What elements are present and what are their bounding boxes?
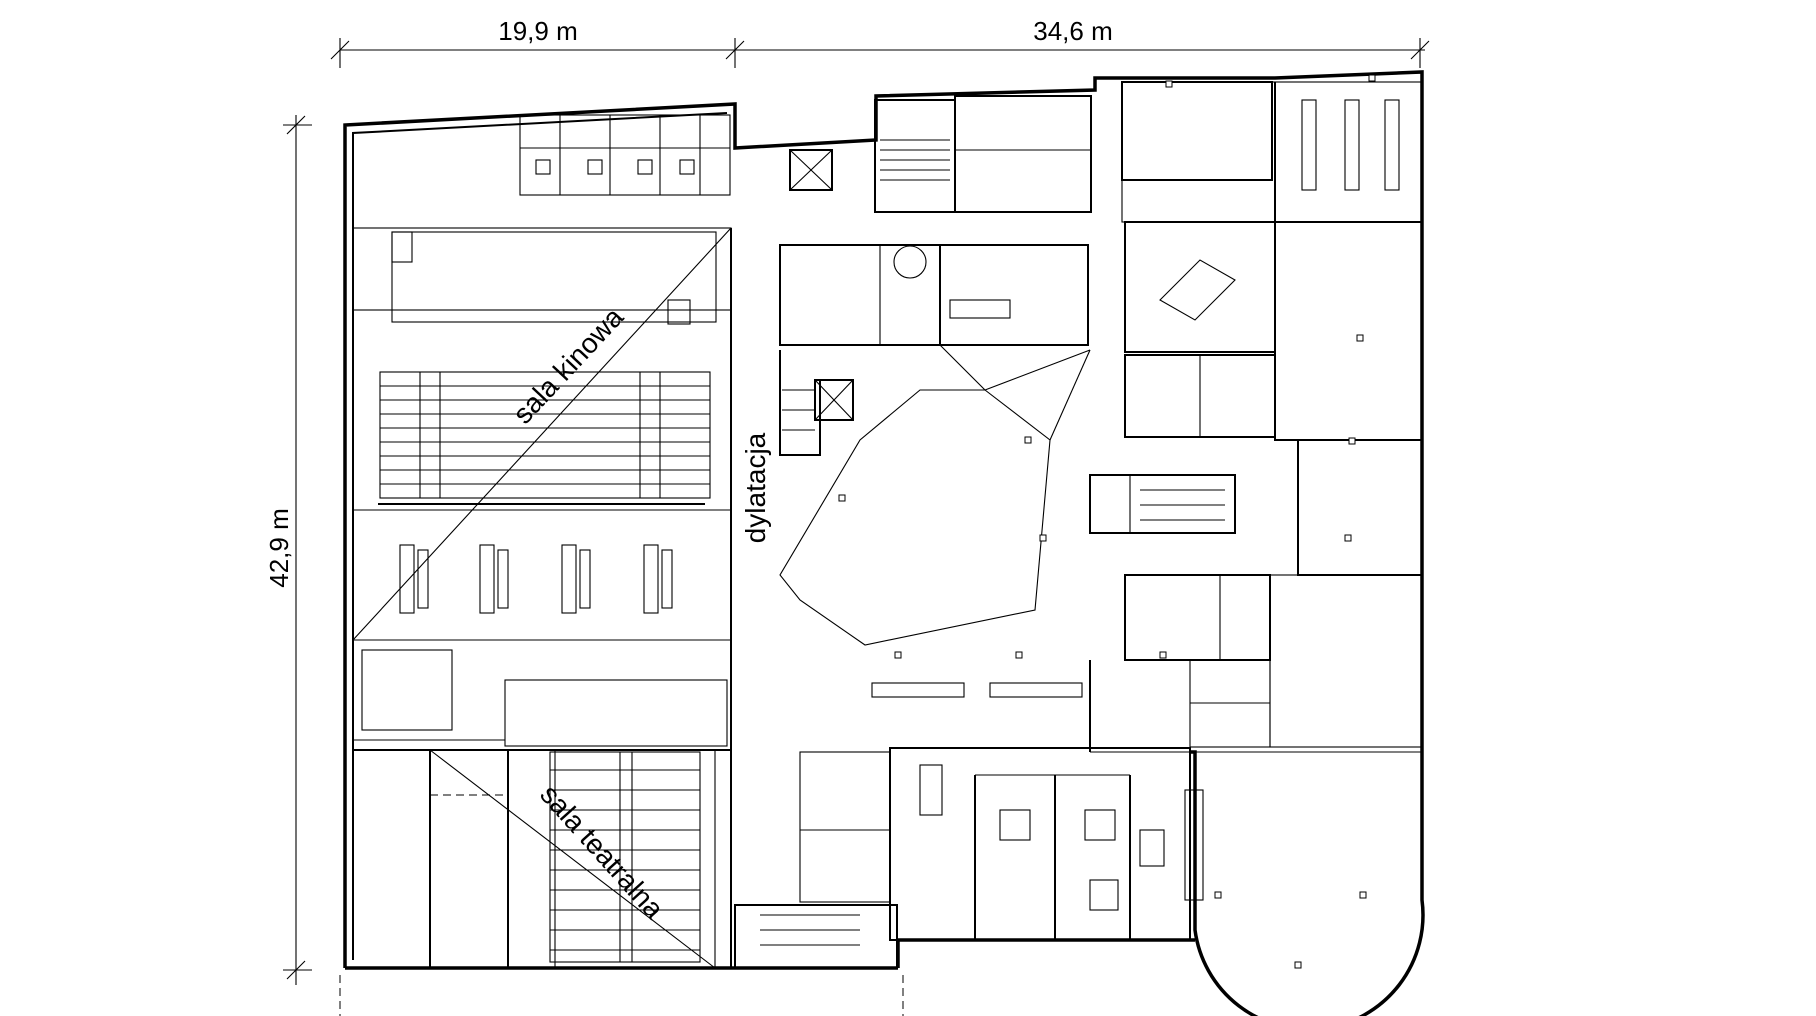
right-block — [1089, 81, 1423, 753]
label-cinema: sala kinowa — [507, 301, 630, 429]
bottom-offices — [734, 747, 1204, 969]
dimension-left-height: 42,9 m — [264, 508, 294, 588]
theatre-seating — [549, 751, 701, 963]
dimension-top-left: 19,9 m — [498, 16, 578, 46]
outer-walls — [339, 70, 1425, 1016]
central-core — [779, 95, 1092, 456]
cinema-diagonal — [352, 227, 732, 641]
label-expansion-joint: dylatacja — [740, 432, 771, 543]
bench-left — [871, 682, 965, 698]
bench-right — [989, 682, 1083, 698]
dimension-top-right: 34,6 m — [1033, 16, 1113, 46]
column-markers — [838, 74, 1376, 969]
dimension-lines — [283, 38, 1430, 985]
left-block — [352, 227, 732, 968]
theatre-diagonal — [429, 749, 716, 969]
central-gallery — [779, 389, 1051, 646]
top-toilets — [519, 114, 731, 196]
classroom-tables — [399, 544, 673, 614]
cinema-seating — [379, 371, 711, 499]
